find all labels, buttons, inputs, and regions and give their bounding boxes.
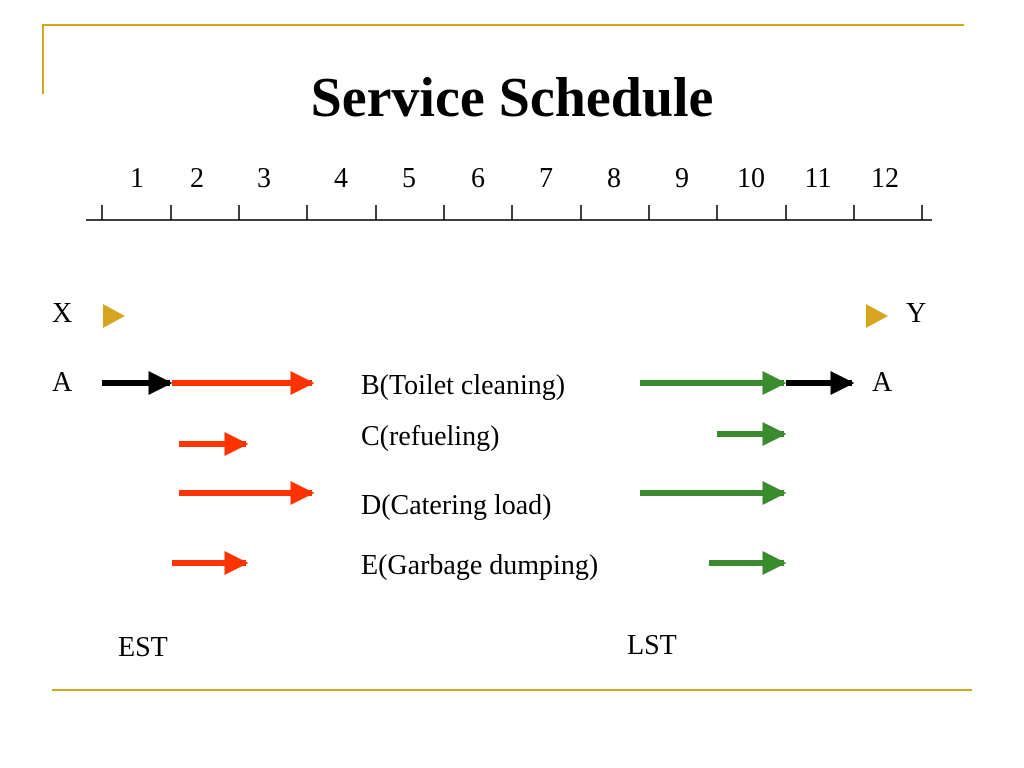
tick-label-10: 10	[737, 163, 765, 194]
task-a-end-label: A	[872, 367, 893, 398]
frame-bottom-rule	[52, 689, 972, 691]
timeline-axis	[86, 205, 932, 221]
frame-left-rule	[42, 24, 44, 94]
tick-label-6: 6	[471, 163, 485, 194]
play-triangle-icon	[103, 304, 125, 328]
page-title: Service Schedule	[310, 67, 714, 129]
tick-label-11: 11	[804, 163, 832, 194]
tick-label-7: 7	[539, 163, 553, 194]
tick-label-8: 8	[607, 163, 621, 194]
marker-x-label: X	[52, 298, 73, 329]
task-c-label: C(refueling)	[361, 421, 500, 452]
play-triangle-icon	[866, 304, 888, 328]
task-d-label: D(Catering load)	[361, 490, 552, 521]
task-a-start-label: A	[52, 367, 73, 398]
tick-label-1: 1	[130, 163, 144, 194]
est-label: EST	[118, 632, 168, 663]
tick-label-5: 5	[402, 163, 416, 194]
tick-label-2: 2	[190, 163, 204, 194]
tick-label-3: 3	[257, 163, 271, 194]
task-e-label: E(Garbage dumping)	[361, 550, 599, 581]
marker-y-label: Y	[906, 298, 927, 329]
lst-label: LST	[627, 630, 677, 661]
tick-label-4: 4	[334, 163, 348, 194]
task-b-label: B(Toilet cleaning)	[361, 370, 566, 401]
tick-label-9: 9	[675, 163, 689, 194]
frame-top-rule	[42, 24, 964, 26]
tick-label-12: 12	[871, 163, 899, 194]
